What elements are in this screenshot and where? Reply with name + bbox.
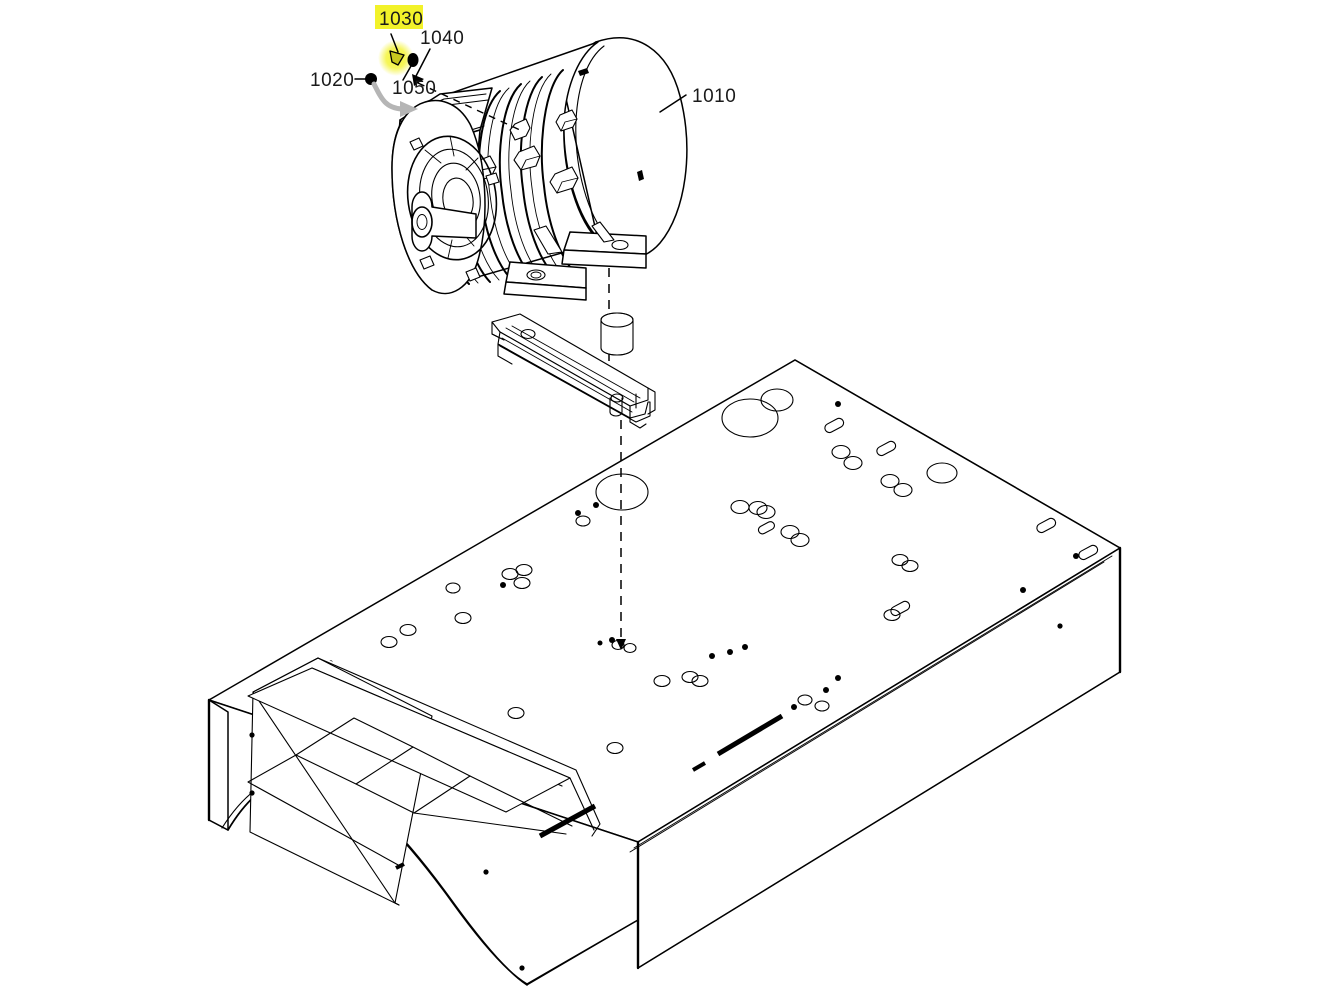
base-left-end-face [208,699,229,831]
base-pin-holes [327,401,1079,710]
base-slot-holes [757,417,1099,617]
base-dark-slot-1 [716,713,784,757]
base-hole-large-4 [595,473,649,511]
base-top-plate-thickness-right2 [629,561,1105,853]
leader-1050-dot [407,53,419,67]
callout-label-1010[interactable]: 1010 [692,86,736,107]
part-1030-bolt [389,50,405,66]
base-hole-large-2 [760,388,794,412]
callout-labels: 1020 1030 1040 1050 1010 [310,9,736,107]
centerline-arrow-base [616,639,626,650]
rail-hole-2 [610,393,624,403]
callout-label-1030[interactable]: 1030 [379,9,423,30]
base-hole-large-3 [926,462,958,484]
machine-base-frame [207,359,1122,986]
rail-hole [520,328,536,340]
spacer-bushing [600,312,634,356]
callout-label-1020[interactable]: 1020 [310,70,354,91]
channel-divider-edge2 [355,783,415,814]
motor-drive-shaft [411,191,477,252]
motor-mounting-feet [503,221,647,301]
callout-label-1040[interactable]: 1040 [420,28,464,49]
callout-leaders [354,33,687,131]
leader-1010 [659,94,687,113]
leader-1040-line [414,48,431,79]
channel-long-b [469,775,573,827]
base-small-holes [380,444,919,755]
callout-label-1050[interactable]: 1050 [392,78,436,99]
channel-rim-b [317,657,601,837]
rail-boss [609,397,623,417]
base-bottom-edge-right [637,671,1121,969]
channel-floor [247,667,571,813]
highlight-rect-1030 [375,5,423,29]
channel-rim-a [252,657,400,906]
channel-divider-edge3 [413,775,471,814]
end-bell-bosses [409,137,500,282]
channel-long-c [413,812,567,835]
leader-1050 [402,65,412,81]
base-face-marks [249,623,1063,971]
base-recessed-channel [247,657,601,906]
leader-1020-arrowhead [400,101,418,117]
base-top-plate-thickness-right [633,555,1113,849]
motor-nameplate-marks [578,68,644,181]
channel-long-a [247,754,401,867]
base-top-hole-pattern [327,388,1099,772]
channel-divider-edge [412,746,471,777]
leader-1040-arrowhead [412,74,424,86]
base-dark-slot-2 [691,761,707,772]
channel-slot-mark-2 [395,862,405,870]
channel-slot-mark-1 [538,803,597,839]
mounting-rail-channel [491,313,656,429]
base-bottom-edge-left [526,919,639,986]
leader-1040-dashed [417,82,521,131]
leader-1030 [390,33,399,53]
electric-motor [391,37,688,301]
base-hole-large-1 [721,398,779,438]
leader-1020-curve [371,81,405,112]
